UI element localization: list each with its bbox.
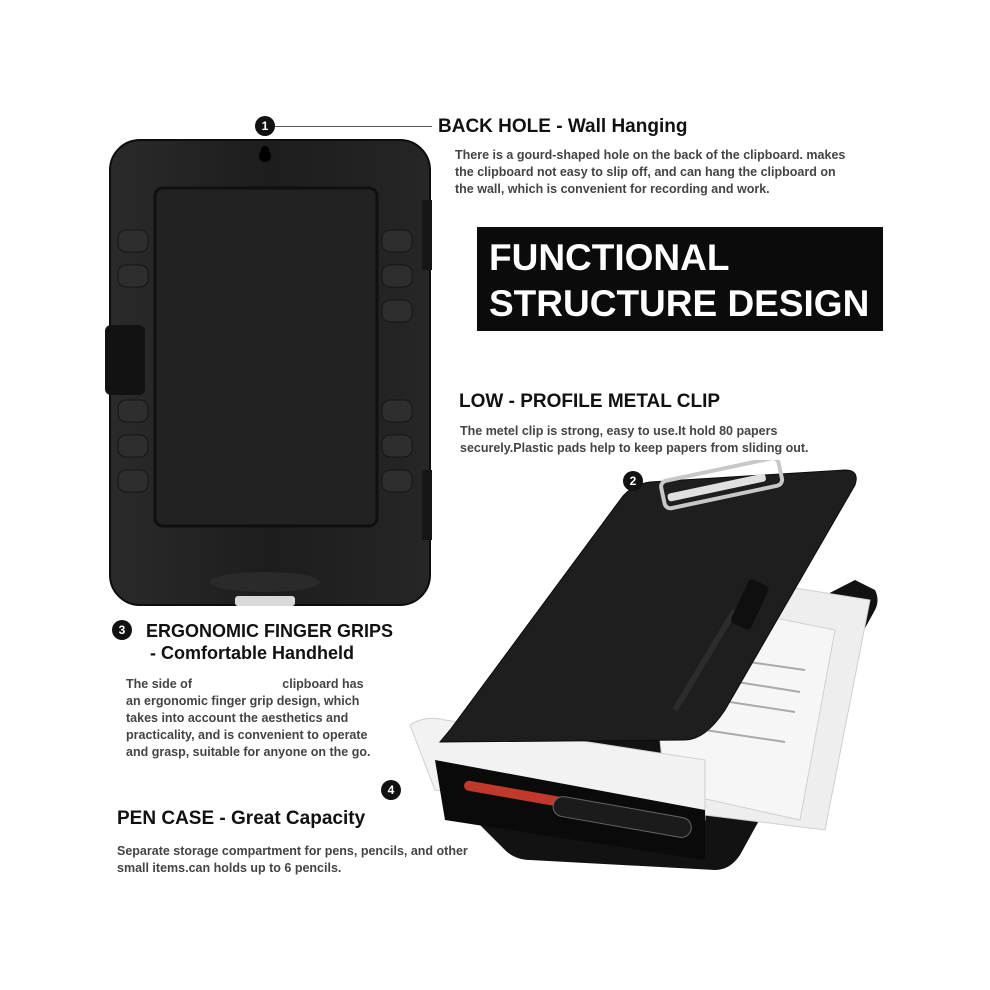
- feature-3-title-line-2: - Comfortable Handheld: [150, 643, 355, 663]
- description-line: securely.Plastic pads help to keep paper…: [460, 441, 809, 455]
- feature-1-badge: 1: [255, 116, 275, 136]
- feature-1-title: BACK HOLE - Wall Hanging: [438, 116, 688, 137]
- banner-line-1: FUNCTIONAL: [489, 237, 730, 278]
- feature-2-description: The metel clip is strong, easy to use.It…: [460, 423, 808, 457]
- feature-2-title: LOW - PROFILE METAL CLIP: [459, 391, 721, 412]
- banner-line-2: STRUCTURE DESIGN: [489, 283, 870, 324]
- description-line: The metel clip is strong, easy to use.It…: [460, 424, 778, 438]
- feature-4-badge: 4: [381, 780, 401, 800]
- description-line: small items.can holds up to 6 pencils.: [117, 861, 342, 875]
- description-line: takes into account the aesthetics and: [126, 711, 349, 725]
- description-line: Separate storage compartment for pens, p…: [117, 844, 468, 858]
- description-line: the clipboard not easy to slip off, and …: [455, 165, 836, 179]
- leader-line: [276, 126, 432, 127]
- feature-2-badge: 2: [623, 471, 643, 491]
- headline-banner: FUNCTIONAL STRUCTURE DESIGN: [477, 227, 883, 331]
- feature-3-title-line-1: ERGONOMIC FINGER GRIPS: [146, 621, 394, 641]
- description-line: an ergonomic finger grip design, which: [126, 694, 360, 708]
- description-line: The side of clipboard has: [126, 677, 364, 691]
- feature-3-badge: 3: [112, 620, 132, 640]
- clipboard-back-image: [105, 139, 432, 606]
- feature-3-description: The side of clipboard has an ergonomic f…: [126, 676, 370, 761]
- feature-4-description: Separate storage compartment for pens, p…: [117, 843, 468, 877]
- description-line: practicality, and is convenient to opera…: [126, 728, 368, 742]
- feature-4-title: PEN CASE - Great Capacity: [117, 808, 366, 829]
- clipboard-open-image: [409, 460, 878, 870]
- description-line: There is a gourd-shaped hole on the back…: [455, 148, 846, 162]
- feature-1-description: There is a gourd-shaped hole on the back…: [455, 147, 845, 198]
- description-line: the wall, which is convenient for record…: [455, 182, 770, 196]
- description-line: and grasp, suitable for anyone on the go…: [126, 745, 371, 759]
